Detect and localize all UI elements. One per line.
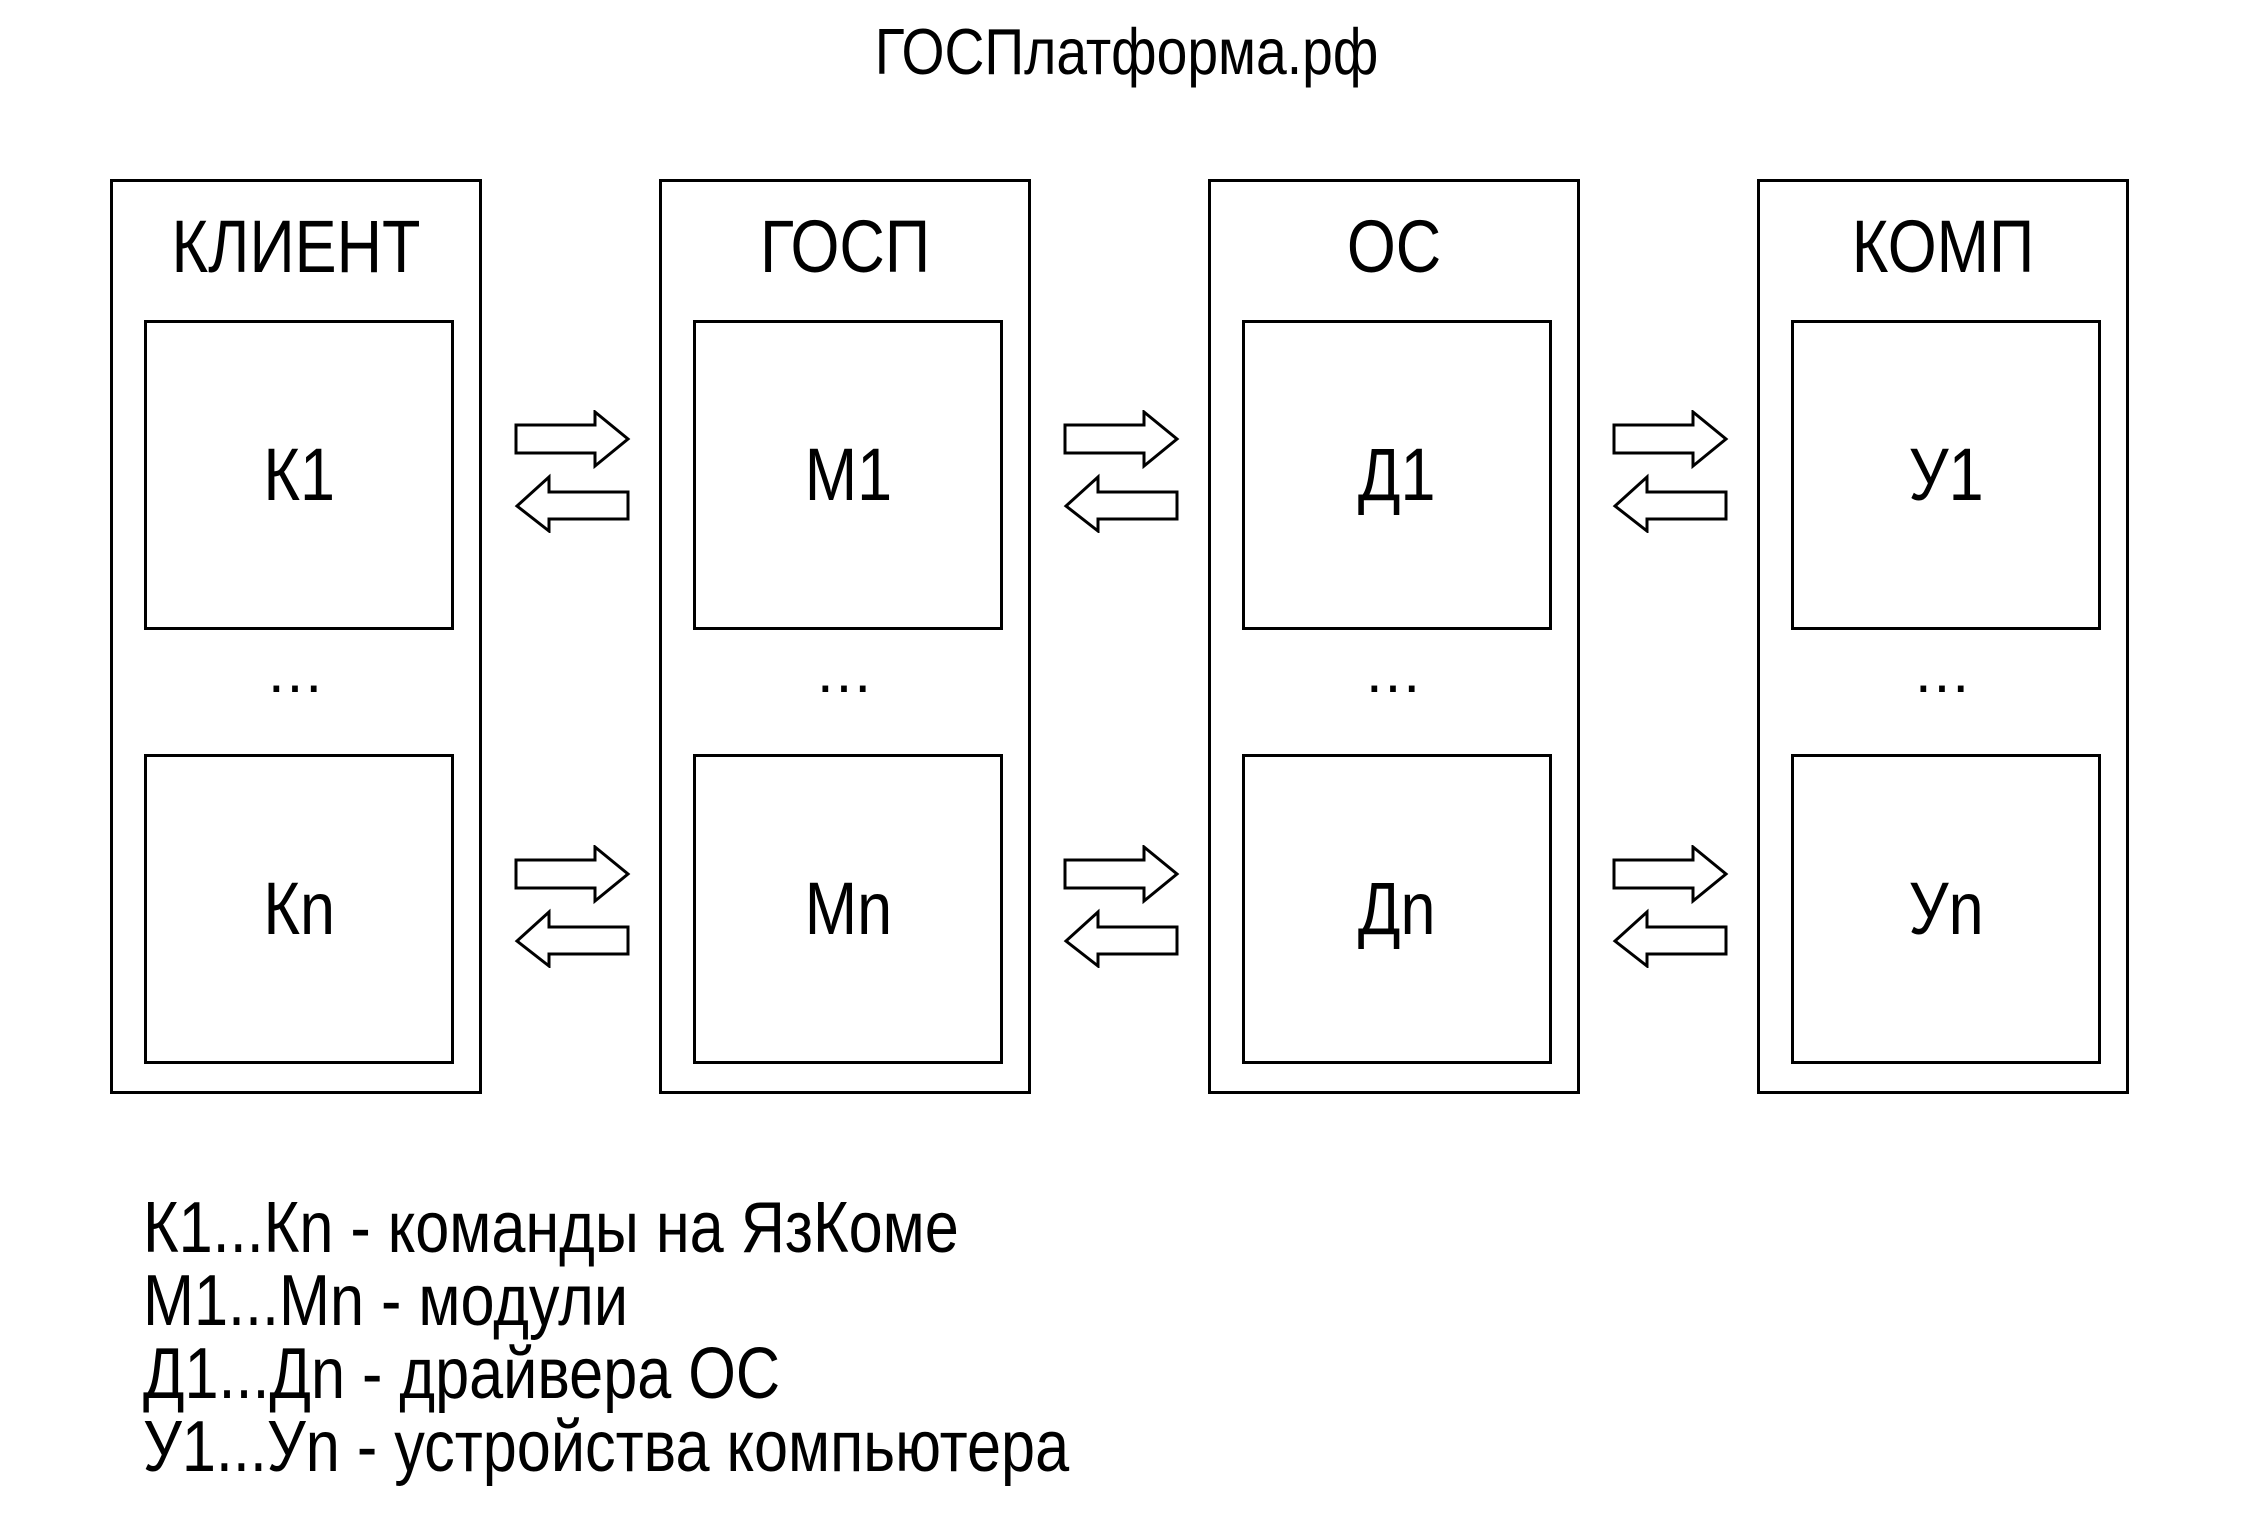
komp-box-last-label: Уn [1908, 867, 1984, 950]
client-box-last: Кn [144, 754, 454, 1064]
client-ellipsis: ... [267, 638, 324, 705]
legend: К1...Кn - команды на ЯзКоме М1...Мn - мо… [143, 1192, 1233, 1484]
gosp-box-first: М1 [693, 320, 1003, 630]
gosp-box-last-label: Мn [804, 867, 892, 950]
bidirectional-arrow-icon [1612, 845, 1729, 968]
diagram-title: ГОСПлатформа.рф [874, 15, 1379, 88]
column-client-title: КЛИЕНТ [171, 205, 421, 288]
legend-line-drivers: Д1...Дn - драйвера ОС [143, 1334, 781, 1414]
bidirectional-arrow-icon [1063, 410, 1180, 533]
client-box-first: К1 [144, 320, 454, 630]
os-box-first-label: Д1 [1358, 433, 1436, 516]
os-box-last-label: Дn [1358, 867, 1436, 950]
column-os: ОС Д1 ... Дn [1208, 179, 1580, 1094]
komp-ellipsis: ... [1914, 638, 1971, 705]
legend-line-commands: К1...Кn - команды на ЯзКоме [143, 1188, 959, 1268]
legend-line-modules: М1...Мn - модули [143, 1261, 629, 1341]
column-gosp-title: ГОСП [759, 205, 931, 288]
komp-box-first-label: У1 [1908, 433, 1984, 516]
legend-line-devices: У1...Уn - устройства компьютера [143, 1407, 1070, 1487]
arrow-pair-os-komp-top [1612, 410, 1729, 533]
client-box-first-label: К1 [263, 433, 335, 516]
os-box-last: Дn [1242, 754, 1552, 1064]
column-komp: КОМП У1 ... Уn [1757, 179, 2129, 1094]
komp-box-first: У1 [1791, 320, 2101, 630]
os-ellipsis: ... [1365, 638, 1422, 705]
bidirectional-arrow-icon [514, 845, 631, 968]
arrow-pair-client-gosp-top [514, 410, 631, 533]
column-os-title: ОС [1346, 205, 1442, 288]
gosp-ellipsis: ... [816, 638, 873, 705]
arrow-pair-gosp-os-bottom [1063, 845, 1180, 968]
gosp-box-last: Мn [693, 754, 1003, 1064]
client-box-last-label: Кn [263, 867, 335, 950]
komp-box-last: Уn [1791, 754, 2101, 1064]
arrow-pair-client-gosp-bottom [514, 845, 631, 968]
column-client: КЛИЕНТ К1 ... Кn [110, 179, 482, 1094]
arrow-pair-os-komp-bottom [1612, 845, 1729, 968]
gosp-box-first-label: М1 [804, 433, 892, 516]
arrow-pair-gosp-os-top [1063, 410, 1180, 533]
bidirectional-arrow-icon [1612, 410, 1729, 533]
bidirectional-arrow-icon [514, 410, 631, 533]
os-box-first: Д1 [1242, 320, 1552, 630]
column-gosp: ГОСП М1 ... Мn [659, 179, 1031, 1094]
column-komp-title: КОМП [1851, 205, 2035, 288]
bidirectional-arrow-icon [1063, 845, 1180, 968]
